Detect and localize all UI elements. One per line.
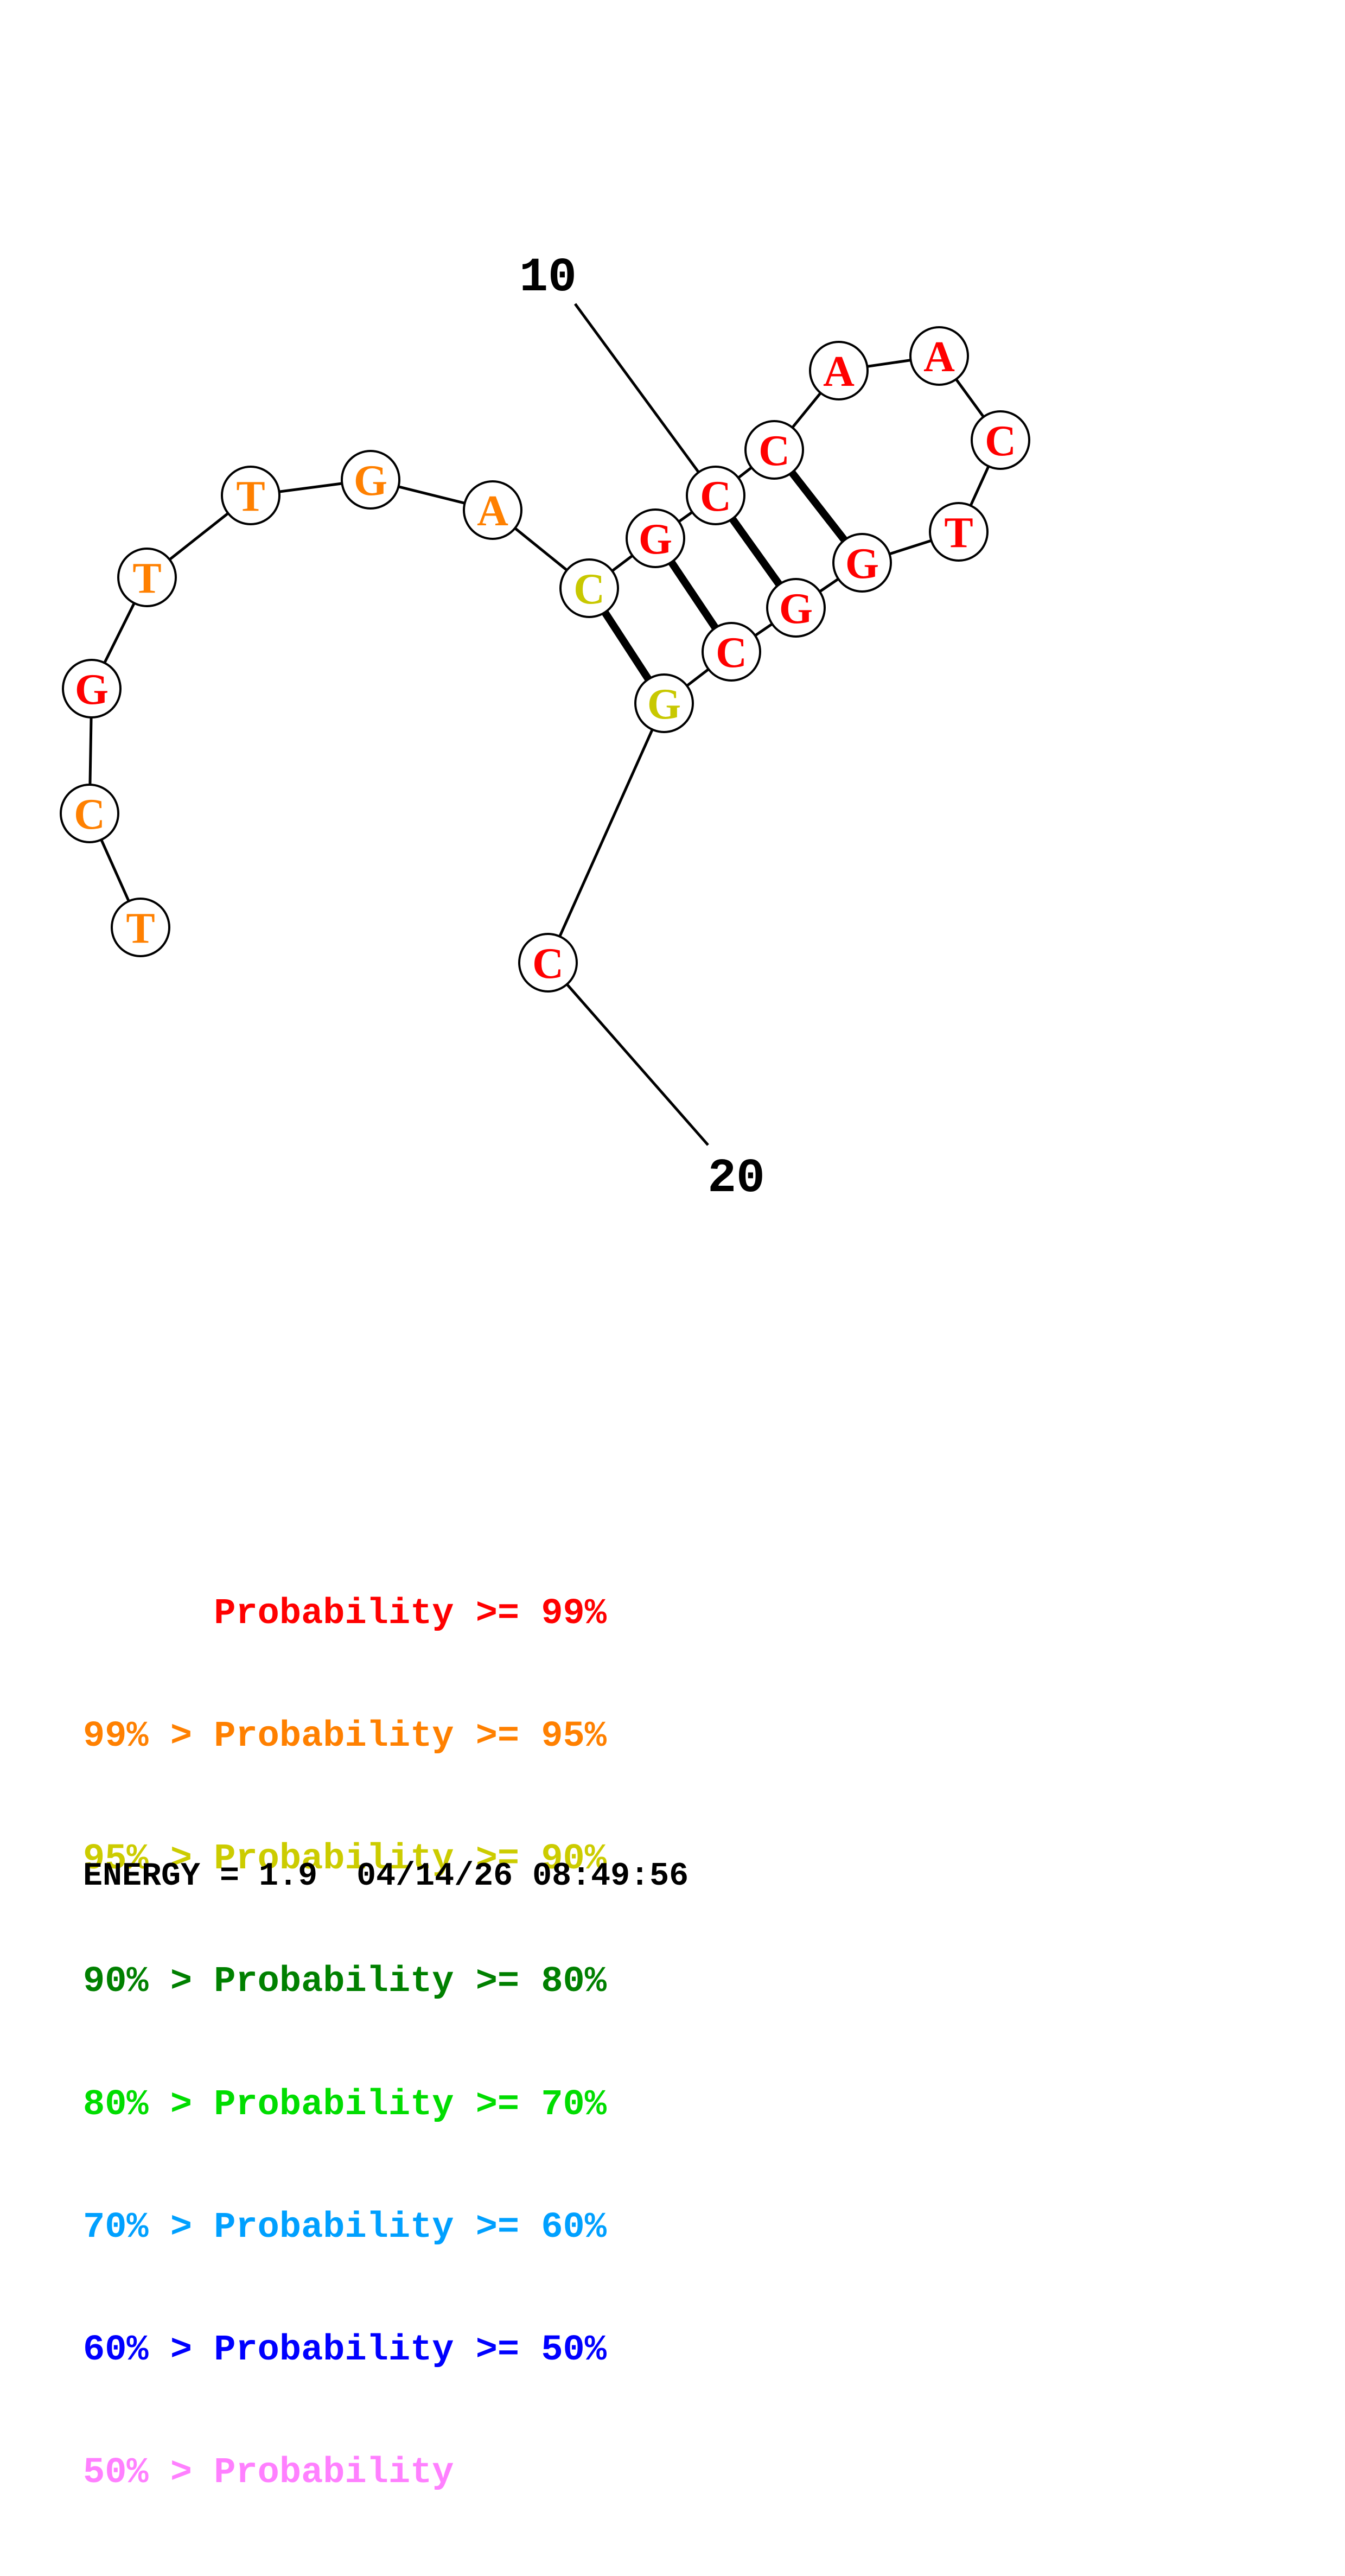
nucleotide-base-13-A: A xyxy=(923,333,955,381)
nucleotide-base-2-C: C xyxy=(74,791,105,838)
legend-row: 70% > Probability >= 60% xyxy=(83,2206,607,2248)
probability-legend: Probability >= 99% 99% > Probability >= … xyxy=(83,1512,607,2576)
nucleotide-circle xyxy=(909,326,969,386)
nucleotide-base-10-C: C xyxy=(700,473,731,520)
nucleotide-base-16-G: G xyxy=(845,540,879,588)
nucleotide-circle xyxy=(626,508,685,568)
legend-row: 80% > Probability >= 70% xyxy=(83,2084,607,2126)
energy-timestamp-line: ENERGY = 1.9 04/14/26 08:49:56 xyxy=(83,1858,689,1895)
sequence-index-label: 10 xyxy=(519,251,577,305)
nucleotide-circle xyxy=(518,933,578,993)
nucleotide-circle xyxy=(62,659,122,718)
nucleotide-circle xyxy=(971,410,1030,470)
legend-row: 95% > Probability >= 90% xyxy=(83,1839,607,1880)
nucleotide-base-11-C: C xyxy=(758,427,790,475)
nucleotide-base-19-G: G xyxy=(647,680,681,728)
nucleotide-circle xyxy=(702,622,761,682)
nucleotide-base-4-T: T xyxy=(132,555,161,602)
nucleotide-circle xyxy=(117,548,177,607)
nucleotide-circle xyxy=(686,466,745,525)
backbone-segment xyxy=(546,702,666,964)
index-label-line xyxy=(573,303,717,497)
legend-row: 50% > Probability xyxy=(83,2452,454,2494)
nucleotide-base-15-T: T xyxy=(944,509,973,557)
legend-row: 99% > Probability >= 95% xyxy=(83,1716,607,1758)
nucleotide-base-7-A: A xyxy=(477,487,508,535)
nucleotide-base-17-G: G xyxy=(779,585,813,633)
nucleotide-base-6-G: G xyxy=(354,457,387,505)
nucleotide-circle xyxy=(463,480,522,540)
nucleotide-base-12-A: A xyxy=(823,348,855,396)
nucleotide-circle xyxy=(744,420,804,480)
nucleotide-circle xyxy=(832,533,892,593)
nucleotide-base-3-G: G xyxy=(75,666,109,714)
sequence-index-label: 20 xyxy=(707,1152,765,1206)
legend-row: Probability >= 99% xyxy=(83,1593,607,1634)
nucleotide-circle xyxy=(60,784,119,843)
index-label-line xyxy=(547,962,709,1146)
nucleotide-base-9-G: G xyxy=(639,516,672,563)
nucleotide-base-14-C: C xyxy=(985,417,1016,465)
legend-row: 90% > Probability >= 80% xyxy=(83,1961,607,2003)
nucleotide-circle xyxy=(111,898,170,957)
nucleotide-circle xyxy=(766,578,826,638)
nucleotide-circle xyxy=(559,558,619,618)
nucleotide-circle xyxy=(341,450,400,510)
nucleotide-base-5-T: T xyxy=(236,473,265,520)
nucleotide-base-20-C: C xyxy=(532,940,564,988)
nucleotide-base-8-C: C xyxy=(573,565,605,613)
legend-row: 60% > Probability >= 50% xyxy=(83,2330,607,2371)
nucleotide-circle xyxy=(809,341,869,400)
nucleotide-circle xyxy=(221,466,281,525)
nucleotide-base-18-C: C xyxy=(716,629,747,677)
nucleotide-circle xyxy=(634,673,694,733)
nucleotide-base-1-T: T xyxy=(126,905,155,952)
nucleotide-circle xyxy=(929,502,989,562)
